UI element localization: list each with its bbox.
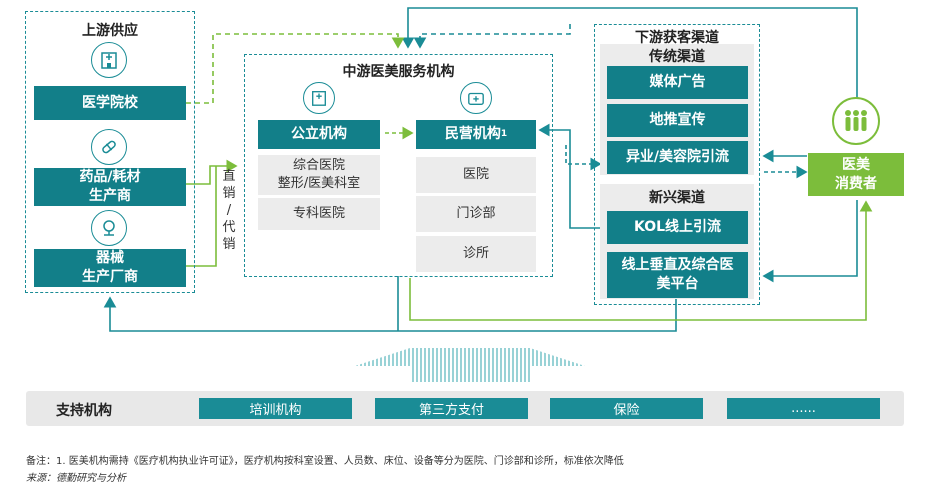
emerging-title: 新兴渠道 [649, 190, 705, 206]
microscope-icon [91, 210, 127, 246]
line-equipment-to-mid [186, 166, 217, 267]
line-upstream-to-mid [186, 159, 238, 185]
public-sub-general-hospital: 综合医院 整形/医美科室 [258, 155, 380, 195]
downstream-panel: 下游获客渠道 [594, 24, 760, 305]
support-up-arrow [355, 348, 585, 382]
pill-icon [91, 129, 127, 165]
line-bottom-teal [103, 296, 677, 332]
traditional-item-media: 媒体广告 [607, 66, 748, 99]
private-sub-outpatient: 门诊部 [416, 196, 536, 232]
traditional-item-crossover: 异业/美容院引流 [607, 141, 748, 174]
upstream-panel: 上游供应 [25, 11, 195, 293]
traditional-title: 传统渠道 [649, 49, 705, 65]
line-school-to-mid [186, 33, 405, 104]
source-note: 来源：德勤研究与分析 [26, 473, 126, 484]
public-sub-specialty-hospital: 专科医院 [258, 198, 380, 230]
downstream-title: 下游获客渠道 [635, 30, 719, 46]
emerging-item-platform: 线上垂直及综合医 美平台 [607, 252, 748, 298]
upstream-title: 上游供应 [82, 23, 138, 39]
channel-label: 直 销 / 代 销 [222, 169, 236, 252]
support-title: 支持机构 [56, 403, 112, 419]
medical-kit-icon [460, 82, 492, 114]
support-item-insurance: 保险 [550, 398, 703, 419]
support-item-more: ...... [727, 398, 880, 419]
upstream-item-equipment: 器械 生产厂商 [34, 249, 186, 287]
line-consumer-to-mid-top [401, 7, 858, 122]
midstream-title: 中游医美服务机构 [342, 64, 455, 80]
support-item-payment: 第三方支付 [375, 398, 528, 419]
public-institution-box: 公立机构 [258, 120, 380, 149]
private-sub-hospital: 医院 [416, 157, 536, 193]
hospital-icon [91, 42, 127, 78]
midstream-panel: 中游医美服务机构 [244, 54, 553, 277]
consumer-box: 医美 消费者 [808, 153, 904, 196]
footnote: 备注：1. 医美机构需持《医疗机构执业许可证》，医疗机构按科室设置、人员数、床位… [26, 456, 624, 467]
traditional-item-ground: 地推宣传 [607, 104, 748, 137]
support-item-training: 培训机构 [199, 398, 352, 419]
people-icon [832, 97, 880, 145]
public-hospital-icon [303, 82, 335, 114]
upstream-item-pharma: 药品/耗材 生产商 [34, 168, 186, 206]
private-sub-clinic: 诊所 [416, 236, 536, 272]
line-downstream-to-mid [413, 24, 571, 49]
line-bottom-green [409, 200, 873, 321]
line-kol-to-private [538, 123, 606, 229]
emerging-item-kol: KOL线上引流 [607, 211, 748, 244]
upstream-item-medical-school: 医学院校 [34, 86, 186, 120]
line-consumer-to-platform [762, 200, 858, 283]
